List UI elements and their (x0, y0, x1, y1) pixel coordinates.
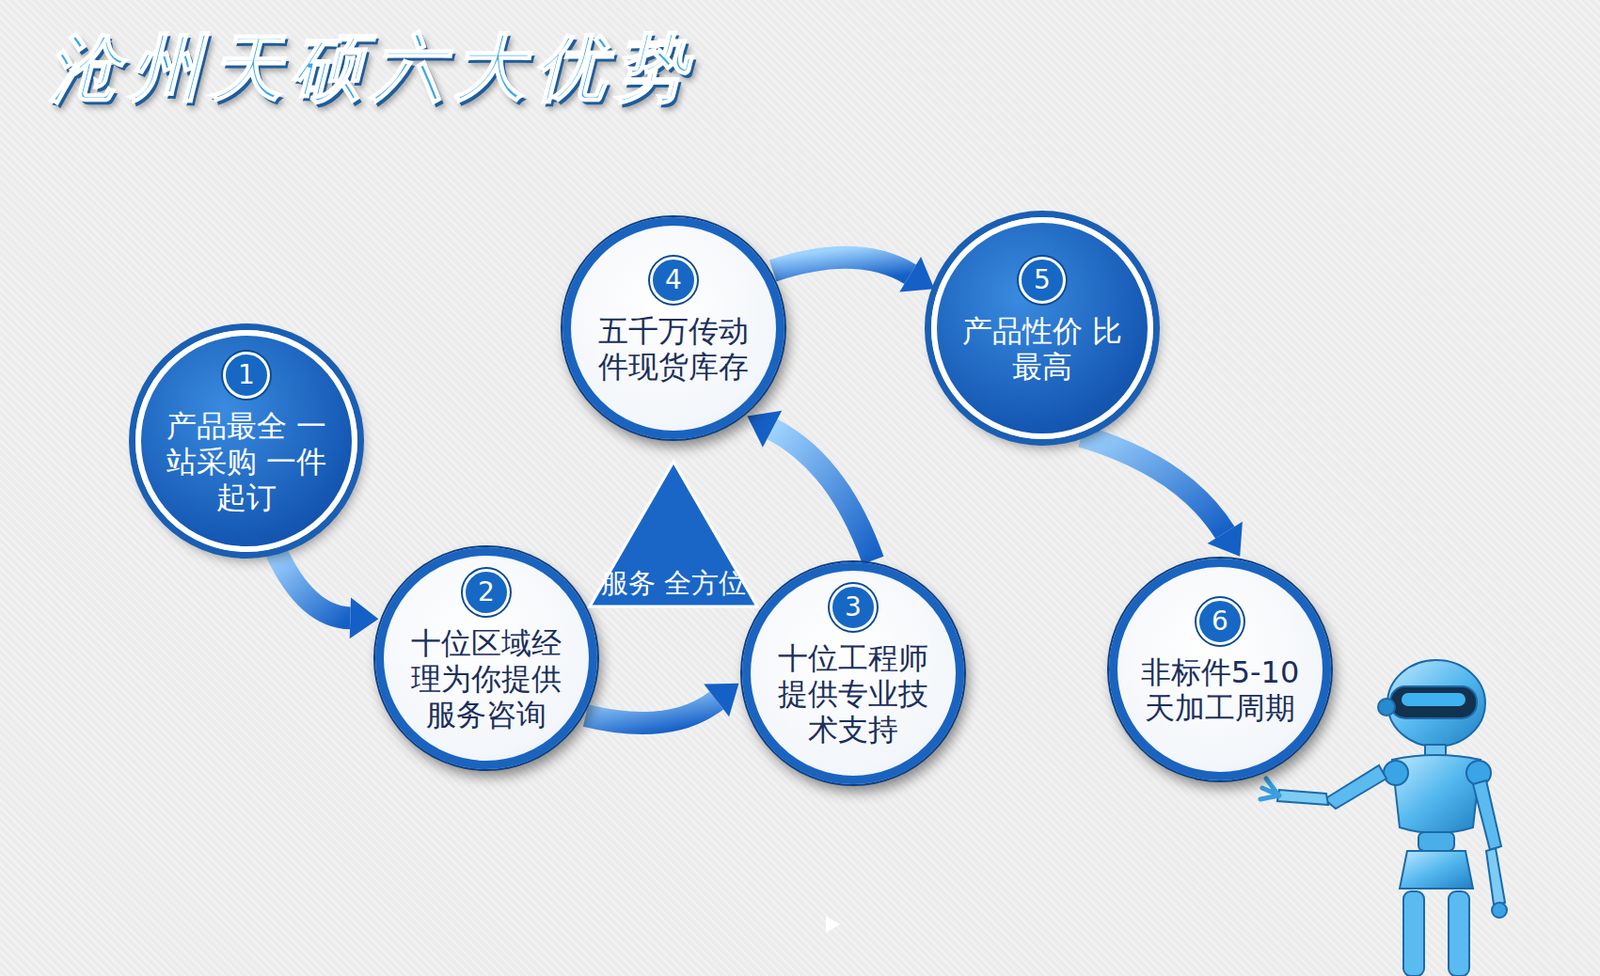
service-triangle: 服务 全方位 (586, 459, 761, 610)
advantage-text: 非标件5-10 天加工周期 (1133, 654, 1307, 727)
callout-number: 5 (1018, 256, 1066, 304)
callout-number: 3 (829, 584, 877, 632)
flow-arrow (1081, 436, 1243, 557)
advantage-text: 产品性价 比最高 (955, 313, 1129, 385)
callout-number: 4 (649, 256, 698, 304)
advantage-circle: 6 非标件5-10 天加工周期 (1108, 558, 1331, 781)
advantage-circle: 5 产品性价 比最高 (931, 217, 1154, 440)
callout-number: 2 (462, 569, 510, 617)
callout-number: 6 (1196, 598, 1244, 646)
advantage-circle: 4 五千万传动 件现货库存 (562, 217, 785, 440)
advantage-text: 五千万传动 件现货库存 (586, 313, 761, 385)
advantage-circle: 2 十位区域经 理为你提供 服务咨询 (375, 547, 598, 770)
callout-number: 1 (222, 351, 270, 399)
flow-arrow (773, 256, 935, 293)
flow-arrow (586, 683, 740, 724)
title: 沧州天硕六大优势 (48, 20, 697, 118)
triangle-label: 服务 全方位 (586, 567, 761, 601)
advantage-text: 十位区域经 理为你提供 服务咨询 (399, 625, 573, 733)
advantage-circle: 1 产品最全 一站采购 一件起订 (135, 330, 358, 553)
advantage-text: 产品最全 一站采购 一件起订 (159, 408, 333, 516)
play-symbol (825, 916, 840, 934)
advantage-circle: 3 十位工程师 提供专业技 术支持 (742, 562, 965, 785)
flow-arrow (276, 552, 380, 640)
flow-arrow (746, 411, 873, 561)
advantage-text: 十位工程师 提供专业技 术支持 (766, 640, 940, 748)
